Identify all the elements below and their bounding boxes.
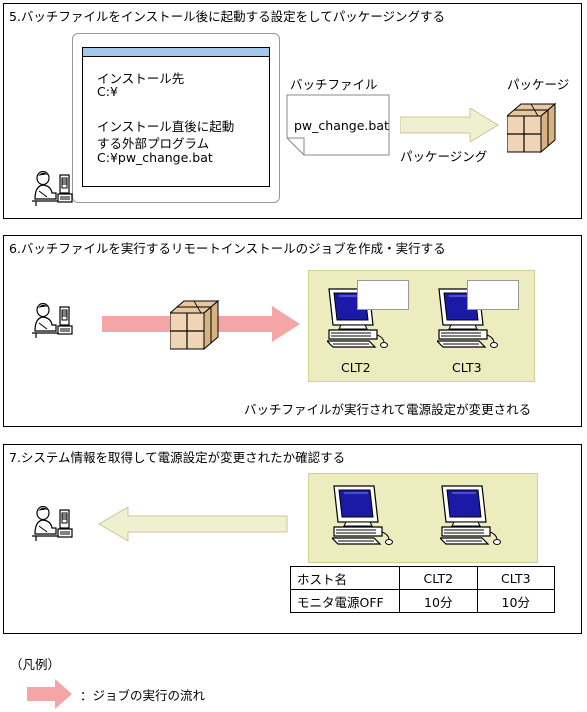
install-dest-label: インストール先 (97, 71, 185, 86)
user-icon (31, 303, 73, 339)
packaging-label: パッケージング (400, 149, 488, 164)
table-cell: モニタ電源OFF (290, 589, 400, 613)
legend-title: （凡例） (10, 657, 61, 672)
install-settings-dialog: インストール先 C:¥ インストール直後に起動 する外部プログラム C:¥pw_… (82, 47, 270, 187)
dialog-titlebar (83, 48, 269, 57)
pc-icon-clt2 (332, 485, 394, 546)
post-install-label-2: する外部プログラム (97, 136, 210, 151)
table-cell: CLT3 (476, 566, 555, 590)
table-row: モニタ電源OFF 10分 10分 (290, 589, 555, 613)
packaging-arrow (400, 108, 499, 142)
system-info-table: ホスト名 CLT2 CLT3 モニタ電源OFF 10分 10分 (290, 566, 555, 613)
batch-file-label: バッチファイル (290, 77, 378, 92)
install-dest-value: C:¥ (97, 84, 118, 99)
table-cell: CLT2 (399, 566, 478, 590)
pc-icon-clt3 (440, 485, 502, 546)
table-header-row: ホスト名 CLT2 CLT3 (290, 566, 555, 590)
legend-job-flow-label: ：ジョブの実行の流れ (80, 688, 206, 703)
table-cell: ホスト名 (290, 566, 400, 590)
post-install-label-1: インストール直後に起動 (97, 119, 235, 134)
step5-panel: 5.バッチファイルをインストール後に起動する設定をしてパッケージングする インス… (3, 3, 582, 219)
table-cell: 10分 (476, 589, 555, 613)
speech-bubble (467, 280, 519, 310)
step5-title: 5.バッチファイルをインストール後に起動する設定をしてパッケージングする (9, 9, 446, 24)
table-cell: 10分 (399, 589, 478, 613)
package-icon (170, 300, 219, 350)
speech-bubble (357, 280, 409, 310)
step7-title: 7.システム情報を取得して電源設定が変更されたか確認する (9, 450, 346, 465)
step6-panel: 6.バッチファイルを実行するリモートインストールのジョブを作成・実行する CLT… (3, 235, 582, 427)
result-note: バッチファイルが実行されて電源設定が変更される (244, 402, 532, 417)
step7-panel: 7.システム情報を取得して電源設定が変更されたか確認する ホスト名 CLT2 C… (3, 444, 582, 634)
batch-file-name: pw_change.bat (294, 118, 389, 133)
legend-job-arrow (27, 679, 72, 709)
client-label-clt2: CLT2 (341, 360, 371, 375)
post-install-value: C:¥pw_change.bat (97, 150, 213, 165)
batch-file-icon (286, 94, 390, 156)
package-icon (507, 103, 556, 153)
user-icon (31, 171, 73, 207)
package-label: パッケージ (507, 77, 570, 92)
client-label-clt3: CLT3 (452, 360, 482, 375)
step6-title: 6.バッチファイルを実行するリモートインストールのジョブを作成・実行する (9, 241, 446, 256)
user-icon (31, 506, 73, 542)
info-return-arrow (98, 507, 288, 541)
